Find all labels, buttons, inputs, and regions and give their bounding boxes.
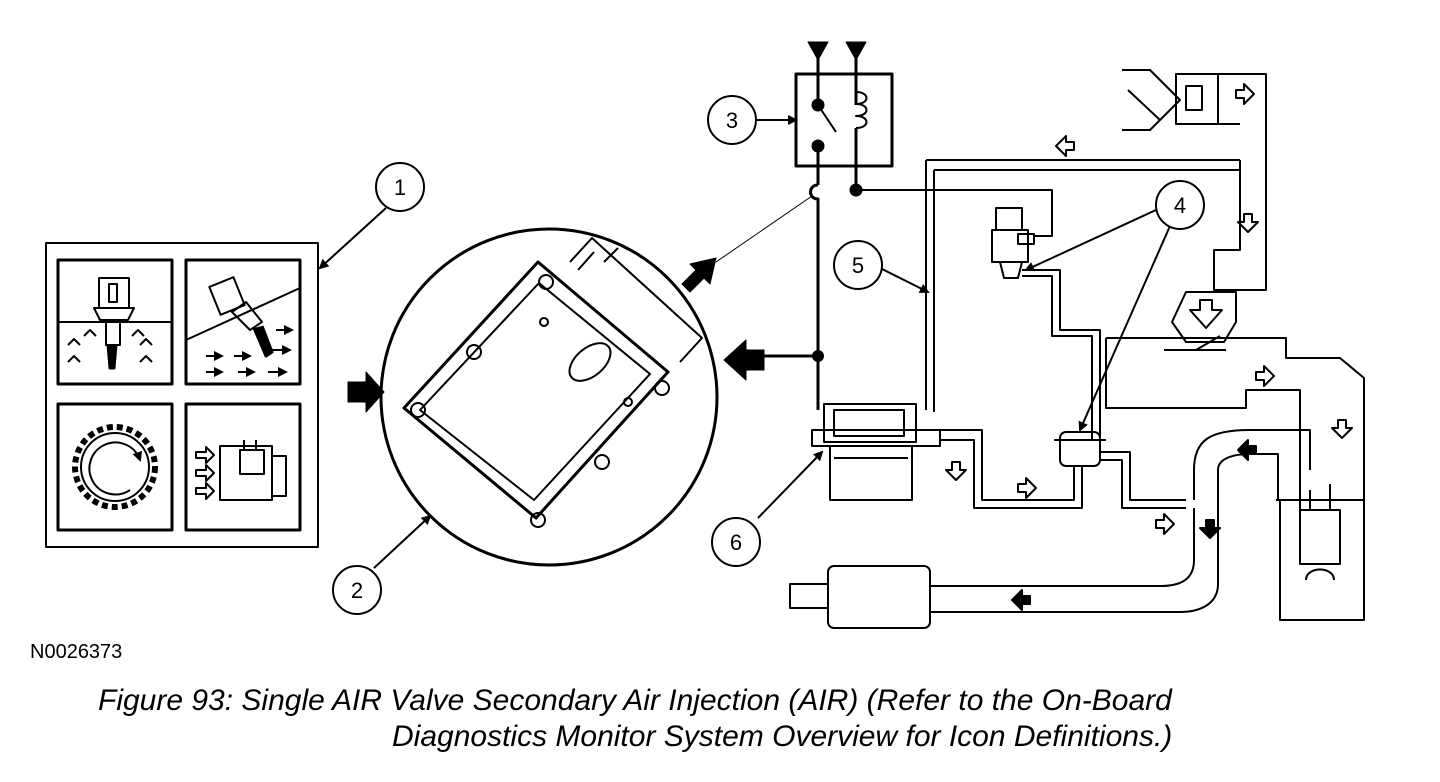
figure-caption-line-1: Figure 93: Single AIR Valve Secondary Ai… [98,684,1172,717]
air-pump [811,403,941,501]
input-to-pcm-arrow [347,371,385,413]
air-injection-diagram: 1 2 3 4 5 6 [45,41,1365,629]
air-relay [794,41,894,197]
air-hoses [940,429,1186,509]
callout-3: 3 [707,95,757,145]
pcm-module [379,227,765,567]
callout-5: 5 [833,240,883,290]
callout-6: 6 [711,517,761,567]
pcm-output-arrow [681,257,717,293]
callout-label: 2 [351,578,363,603]
sensor-in-airflow-icon [184,258,302,386]
airflow-arrows [945,83,1353,611]
reference-code: N0026373 [30,641,123,663]
callout-2: 2 [332,565,382,615]
mass-airflow-sensor-icon [184,402,302,532]
pcm-input-arrow [723,339,765,381]
figure-caption-line-2: Diagnostics Monitor System Overview for … [392,720,1173,753]
callout-label: 6 [730,530,742,555]
callout-1: 1 [375,162,425,212]
input-icon-panel [45,242,385,548]
callout-label: 5 [852,253,864,278]
exhaust-system [789,429,1365,629]
oxygen-sensor-in-liquid-icon [56,258,174,386]
callout-4: 4 [1155,180,1205,230]
intake-assembly [1105,69,1365,510]
callout-leaders [318,115,1171,569]
callout-label: 4 [1174,193,1186,218]
callout-label: 3 [726,108,738,133]
air-vacuum-solenoid [991,207,1101,446]
crank-wheel-icon [56,402,174,532]
callout-label: 1 [394,175,406,200]
wiring [715,159,1240,412]
